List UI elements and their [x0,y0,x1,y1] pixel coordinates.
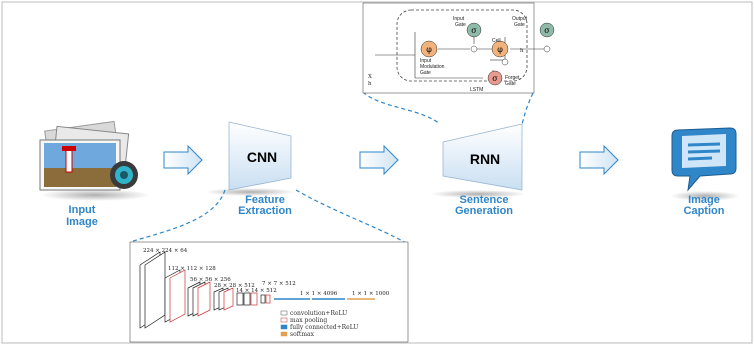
legend-swatch-softmax [280,331,288,337]
lstm-ht1-label: h [368,81,372,87]
lstm-input-modulation-symbol: φ [426,45,432,54]
rnn-block-label: RNN [470,151,500,167]
cnn-dim-224: 224 × 224 × 64 [143,248,188,254]
lstm-forget-gate-symbol: σ [492,74,498,83]
cnn-dim-1000: 1 × 1 × 1000 [352,291,390,297]
lstm-input-gate [466,22,482,38]
cnn-dim-4096: 1 × 1 × 4096 [300,291,338,297]
input-label-line2: Image [66,216,98,228]
legend-fc: fully connected+ReLU [290,324,358,331]
arrow-input-to-cnn [163,144,203,176]
arrow-cnn-to-rnn [359,144,399,176]
dashed-connector-cnn-left [129,189,226,243]
lstm-multiply-node [501,58,509,66]
cnn-layer-block-5 [236,292,258,306]
lstm-output-label: h [520,48,524,54]
cnn-label-line1: Feature [245,194,285,206]
lstm-output-gate-symbol: σ [544,26,550,35]
legend-softmax: softmax [290,331,315,338]
cnn-dim-56: 56 × 56 × 256 [190,277,231,283]
lstm-dashed-box [396,9,528,82]
lstm-cell-symbol: φ [497,45,503,54]
cnn-dim-7: 7 × 7 × 512 [262,281,296,287]
cnn-layer-block-6 [260,294,271,304]
caption-label-line2: Caption [684,205,725,217]
legend-pool: max pooling [290,317,327,324]
caption-label-line1: Image [688,194,720,206]
cnn-legend: convolution+ReLU max pooling fully conne… [280,310,358,338]
lstm-input-modulation-gate [420,40,438,58]
cnn-layer-block-1 [139,251,166,329]
rnn-label-line1: Sentence [460,194,509,206]
rnn-shadow [430,190,526,198]
cnn-dim-14: 14 × 14 × 512 [236,288,277,294]
cnn-block [228,121,292,191]
legend-conv: convolution+ReLU [290,310,347,317]
cnn-layer-block-3 [187,281,211,317]
lstm-output-gate [539,22,555,38]
lstm-xt-label: X [368,74,372,80]
cnn-block-label: CNN [247,149,277,165]
input-label-line1: Input [69,204,96,216]
cnn-shadow [205,188,295,196]
legend-swatch-pool [280,317,288,323]
arrow-rnn-to-caption [579,144,619,176]
rnn-block [442,123,523,191]
lstm-input-gate-symbol: σ [471,26,477,35]
lstm-multiply-node [543,45,551,53]
lstm-title: LSTM [470,87,483,93]
legend-swatch-conv [280,310,288,316]
lstm-cell-label: Cell [492,38,501,44]
photo-stack-icon [39,120,150,201]
dashed-connector-cnn-right [295,189,409,245]
lstm-forget-gate [487,70,503,86]
legend-swatch-fc [280,324,288,330]
rnn-label-line2: Generation [455,205,513,217]
cnn-inset: 224 × 224 × 64 112 × 112 × 128 56 × 56 ×… [129,241,409,343]
cnn-layer-block-4 [213,287,234,311]
dashed-connector-lstm-right [521,92,534,125]
cnn-layer-block-2 [164,269,186,323]
lstm-multiply-node [470,45,478,53]
cnn-dim-28: 28 × 28 × 512 [214,283,255,289]
speech-bubble-icon [670,127,740,201]
cnn-label-line2: Extraction [238,205,292,217]
cnn-dim-112: 112 × 112 × 128 [168,266,216,272]
dashed-connector-lstm-left [362,91,441,125]
lstm-cell [491,40,509,58]
